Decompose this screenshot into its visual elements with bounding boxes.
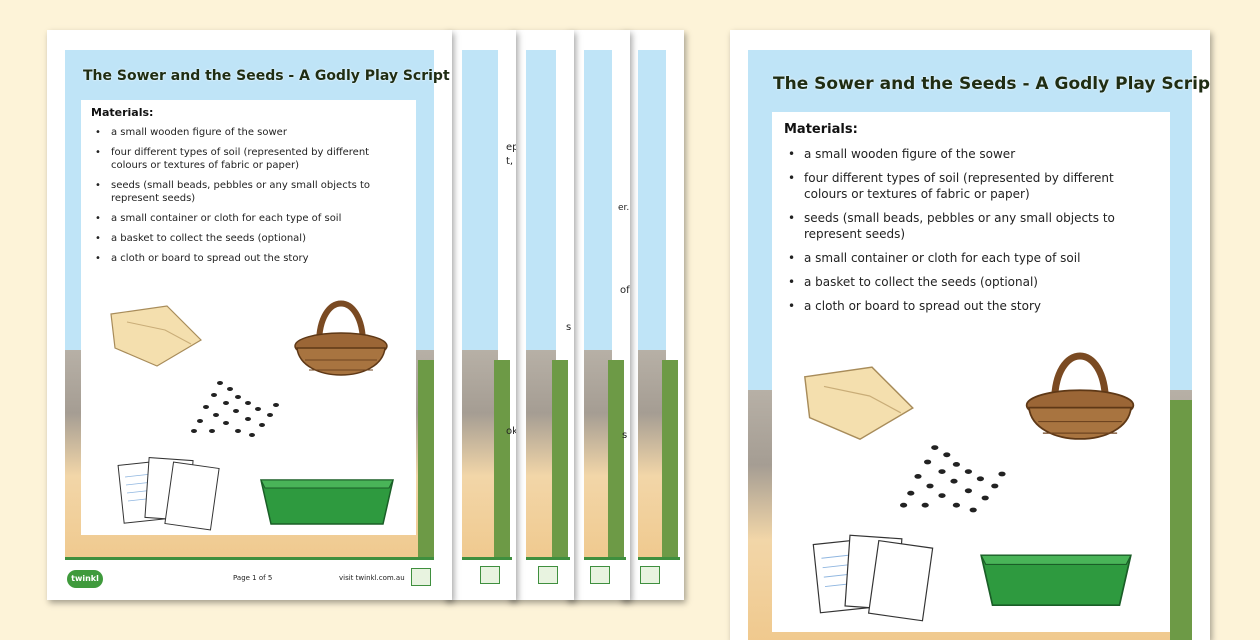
- green-tray-illustration: [980, 554, 1132, 607]
- page-fragment: ep.: [506, 142, 516, 153]
- materials-list: a small wooden figure of the sower four …: [95, 126, 401, 265]
- list-item: a small wooden figure of the sower: [788, 146, 1154, 162]
- stacked-page-3: s: [508, 30, 574, 600]
- folded-cloth-illustration: [110, 305, 202, 367]
- page-title: The Sower and the Seeds - A Godly Play S…: [773, 74, 1210, 94]
- seeds-illustration: [191, 381, 279, 437]
- page-fragment: er.: [618, 203, 630, 213]
- stacked-page-4: er. of s: [566, 30, 630, 600]
- page-fragment: s: [566, 322, 572, 333]
- page-fragment: ok: [506, 426, 516, 437]
- list-item: seeds (small beads, pebbles or any small…: [95, 179, 401, 205]
- materials-list: a small wooden figure of the sower four …: [788, 146, 1154, 314]
- list-item: four different types of soil (represente…: [95, 146, 401, 172]
- list-item: four different types of soil (represente…: [788, 170, 1154, 202]
- content-panel: Materials: a small wooden figure of the …: [81, 100, 416, 535]
- twinkl-logo: twinkl: [67, 570, 103, 588]
- stacked-page-2: ep. t, ok: [444, 30, 516, 600]
- paper-sheets-illustration: [117, 457, 220, 531]
- page-title: The Sower and the Seeds - A Godly Play S…: [83, 68, 450, 84]
- materials-heading: Materials:: [91, 106, 154, 119]
- basket-illustration: [1025, 352, 1135, 440]
- stacked-page-5: [620, 30, 684, 600]
- document-page-left: The Sower and the Seeds - A Godly Play S…: [47, 30, 452, 600]
- award-badge: [411, 568, 431, 586]
- list-item: a cloth or board to spread out the story: [788, 298, 1154, 314]
- list-item: seeds (small beads, pebbles or any small…: [788, 210, 1154, 242]
- grass-strip: [418, 360, 434, 560]
- site-link: visit twinkl.com.au: [339, 574, 405, 582]
- document-page-right: The Sower and the Seeds - A Godly Play S…: [730, 30, 1210, 640]
- page-fragment: s: [622, 430, 628, 441]
- grass-strip: [1170, 400, 1192, 640]
- paper-sheets-illustration: [812, 534, 934, 622]
- list-item: a basket to collect the seeds (optional): [788, 274, 1154, 290]
- footer-bar: [65, 557, 434, 560]
- list-item: a small wooden figure of the sower: [95, 126, 401, 139]
- green-tray-illustration: [260, 479, 394, 525]
- content-panel: Materials: a small wooden figure of the …: [772, 112, 1170, 632]
- basket-illustration: [294, 300, 388, 376]
- list-item: a basket to collect the seeds (optional): [95, 232, 401, 245]
- list-item: a small container or cloth for each type…: [788, 250, 1154, 266]
- materials-heading: Materials:: [784, 122, 858, 137]
- page-fragment: of: [620, 285, 630, 296]
- page-fragment: t,: [506, 156, 514, 167]
- page-number: Page 1 of 5: [233, 574, 273, 582]
- seeds-illustration: [900, 445, 1006, 513]
- list-item: a cloth or board to spread out the story: [95, 252, 401, 265]
- list-item: a small container or cloth for each type…: [95, 212, 401, 225]
- folded-cloth-illustration: [804, 366, 914, 441]
